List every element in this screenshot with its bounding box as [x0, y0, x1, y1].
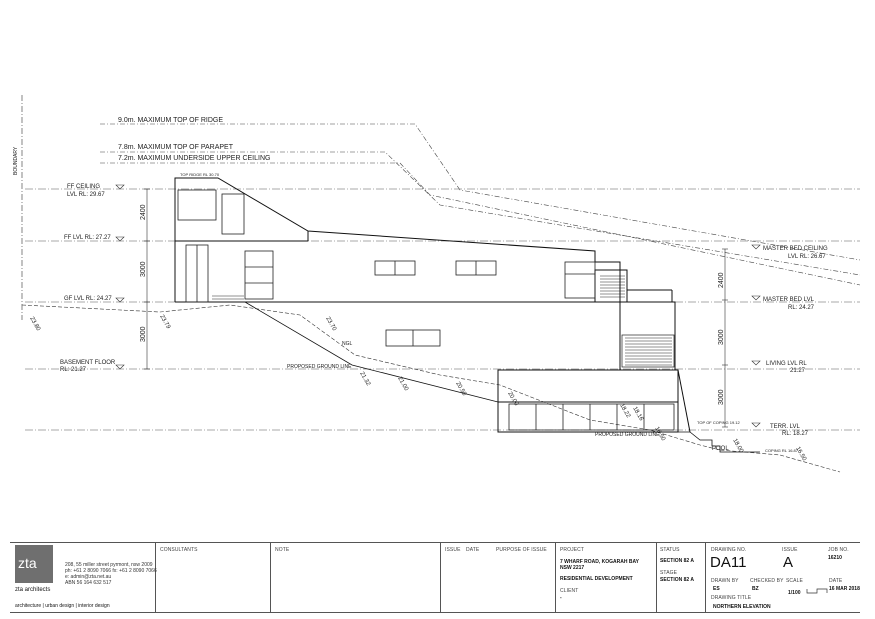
elevation-drawing: BOUNDARY 9.0m. MAXIMUM TOP OF RIDGE 7.8m…: [13, 95, 861, 473]
firm-address-3: e: admin@zta.net.au: [65, 574, 112, 580]
dim-left-3000b: 3000: [140, 326, 147, 342]
basement-rl: RL: 21.27: [60, 367, 87, 373]
parapet-limit-label: 7.8m. MAXIMUM TOP OF PARAPET: [118, 144, 234, 151]
date-value-heading: DATE: [829, 578, 843, 584]
basement-label: BASEMENT FLOOR: [60, 360, 116, 366]
dim-right-3000b: 3000: [718, 389, 725, 405]
dim-right-2400: 2400: [718, 272, 725, 288]
top-ridge-label: TOP RIDGE RL 30.70: [180, 172, 220, 177]
issue-no: A: [783, 554, 794, 571]
drawing-title: NORTHERN ELEVATION: [713, 604, 771, 610]
firm-logo-text: zta: [18, 555, 37, 571]
client-heading: CLIENT: [560, 588, 579, 594]
building-outline: [174, 177, 691, 433]
top-coping-label: TOP OF COPING 19.12: [697, 420, 741, 425]
boundary-label: BOUNDARY: [13, 146, 19, 175]
project-line-1: 7 WHARF ROAD, KOGARAH BAY: [560, 559, 639, 565]
master-ceiling-label: MASTER BED CEILING: [763, 246, 828, 252]
spot-level: 21.32: [358, 371, 371, 388]
drawing-title-heading: DRAWING TITLE: [711, 595, 752, 601]
spot-level: 18.22: [618, 403, 631, 420]
terr-lvl-label: TERR. LVL: [770, 424, 801, 430]
purpose-heading: PURPOSE OF ISSUE: [496, 547, 547, 553]
natural-ground-line: [21, 304, 841, 473]
job-no-heading: JOB NO.: [828, 547, 849, 553]
issue-heading: ISSUE: [445, 547, 461, 553]
job-no: 16210: [828, 555, 842, 561]
dim-left-3000a: 3000: [140, 261, 147, 277]
proposed-ground-label-1: PROPOSED GROUND LINE: [287, 364, 352, 370]
firm-address-2: ph: +61 2 8090 7066 fx: +61 2 8090 7066: [65, 568, 157, 574]
dim-right-3000a: 3000: [718, 329, 725, 345]
stage-heading: STAGE: [660, 570, 678, 576]
spot-level: 23.79: [158, 314, 171, 331]
project-line-3: RESIDENTIAL DEVELOPMENT: [560, 576, 633, 582]
dimension-lines-left: [144, 188, 150, 370]
master-ceiling-rl: LVL RL: 26.67: [788, 254, 826, 260]
scale-bar: [806, 588, 828, 594]
project-heading: PROJECT: [560, 547, 585, 553]
scale-heading: SCALE: [786, 578, 803, 584]
ff-lvl-label: FF LVL RL: 27.27: [64, 235, 111, 241]
terr-lvl-rl: RL: 18.27: [782, 431, 809, 437]
spot-level: 20.00: [506, 391, 519, 408]
level-markers-right: [751, 244, 761, 428]
date-value: 16 MAR 2018: [829, 586, 860, 592]
ceiling-limit-label: 7.2m. MAXIMUM UNDERSIDE UPPER CEILING: [118, 155, 270, 162]
issue-no-heading: ISSUE: [782, 547, 798, 553]
louvres: [212, 275, 672, 366]
date-heading: DATE: [466, 547, 480, 553]
living-lvl-label: LIVING LVL RL: [766, 361, 807, 367]
firm-name: zta architects: [15, 587, 51, 593]
spot-level: 23.80: [28, 316, 41, 333]
status-value: SECTION 82 A: [660, 558, 694, 564]
dimension-lines-right: [722, 248, 728, 428]
proposed-ground-label-2: PROPOSED GROUND LINE: [595, 432, 660, 438]
project-line-2: NSW 2217: [560, 565, 585, 571]
spot-level: 21.00: [396, 376, 409, 393]
scale-value: 1/100: [788, 590, 801, 596]
level-markers-left: [115, 184, 125, 370]
status-heading: STATUS: [660, 547, 680, 553]
living-lvl-rl: 21.27: [790, 368, 806, 374]
datum-lines: [25, 188, 860, 431]
spot-level: 18.16: [631, 406, 644, 423]
spot-level: 20.50: [454, 381, 467, 398]
checked-by-heading: CHECKED BY: [750, 578, 784, 584]
ff-ceiling-rl: LVL RL: 29.67: [67, 192, 105, 198]
stage-value: SECTION 82 A: [660, 577, 694, 583]
firm-tagline: architecture | urban design | interior d…: [15, 603, 110, 609]
spot-level: 23.70: [324, 316, 337, 333]
proposed-ground-line: [175, 301, 760, 453]
louvre-frame: [621, 334, 675, 368]
pool-label: POOL: [712, 446, 729, 452]
ff-ceiling-label: FF CEILING: [67, 184, 100, 190]
firm-address-1: 208, 55 miller street pyrmont, nsw 2009: [65, 562, 153, 568]
checked-by: BZ: [752, 586, 759, 592]
client-value: -: [560, 595, 562, 601]
drawn-by-heading: DRAWN BY: [711, 578, 739, 584]
drawn-by: ES: [713, 586, 720, 592]
drawing-no: DA11: [710, 554, 747, 571]
firm-logo: zta: [15, 545, 53, 583]
master-lvl-rl: RL: 24.27: [788, 305, 815, 311]
consultants-heading: CONSULTANTS: [160, 547, 198, 553]
drawing-no-heading: DRAWING NO.: [711, 547, 747, 553]
note-heading: NOTE: [275, 547, 290, 553]
coping-rl-label: COPING RL 16.87: [765, 448, 799, 453]
height-limit-lines: [100, 123, 861, 286]
dim-left-2400: 2400: [140, 204, 147, 220]
gf-lvl-label: GF LVL RL: 24.27: [64, 296, 112, 302]
ridge-limit-label: 9.0m. MAXIMUM TOP OF RIDGE: [118, 117, 223, 124]
master-lvl-label: MASTER BED LVL: [763, 297, 815, 303]
windows: [177, 189, 675, 431]
ngl-label: NGL: [342, 341, 353, 347]
firm-address-4: ABN 56 164 632 517: [65, 580, 112, 586]
